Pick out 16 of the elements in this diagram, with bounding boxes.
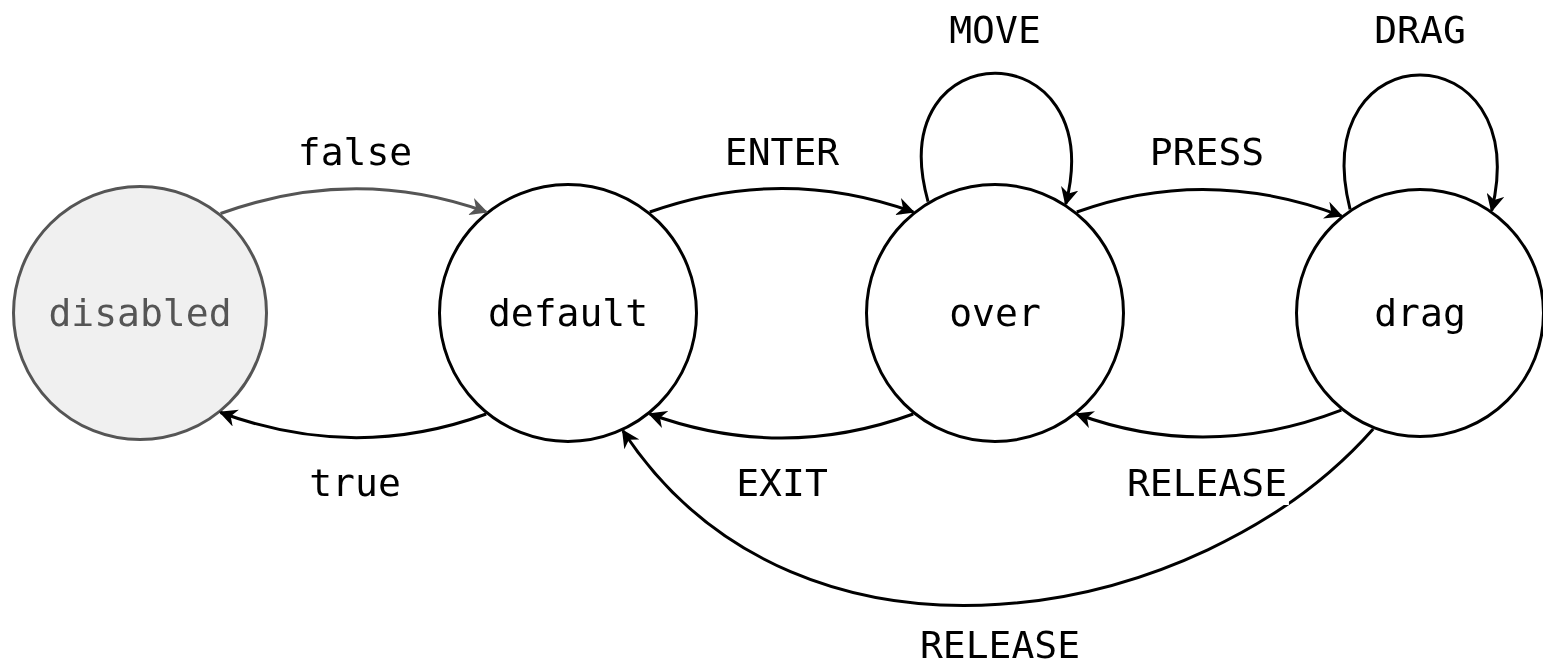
transition-arrow xyxy=(649,187,915,216)
transition-arrow xyxy=(1075,408,1342,439)
state-circle xyxy=(12,185,268,441)
state-circle xyxy=(865,183,1125,443)
state-label: default xyxy=(487,291,649,335)
transition-arrow xyxy=(648,410,914,440)
transition-arrow xyxy=(1342,73,1503,213)
state-label: drag xyxy=(1374,291,1466,335)
state-label: over xyxy=(949,291,1041,335)
transition-arrow xyxy=(218,409,487,440)
state-circle xyxy=(438,183,698,443)
state-label: disabled xyxy=(48,291,232,335)
transition-arrow xyxy=(920,71,1077,206)
transition-arrow xyxy=(621,427,1375,606)
transition-arrow xyxy=(220,187,488,216)
transition-arrow xyxy=(1076,187,1344,219)
